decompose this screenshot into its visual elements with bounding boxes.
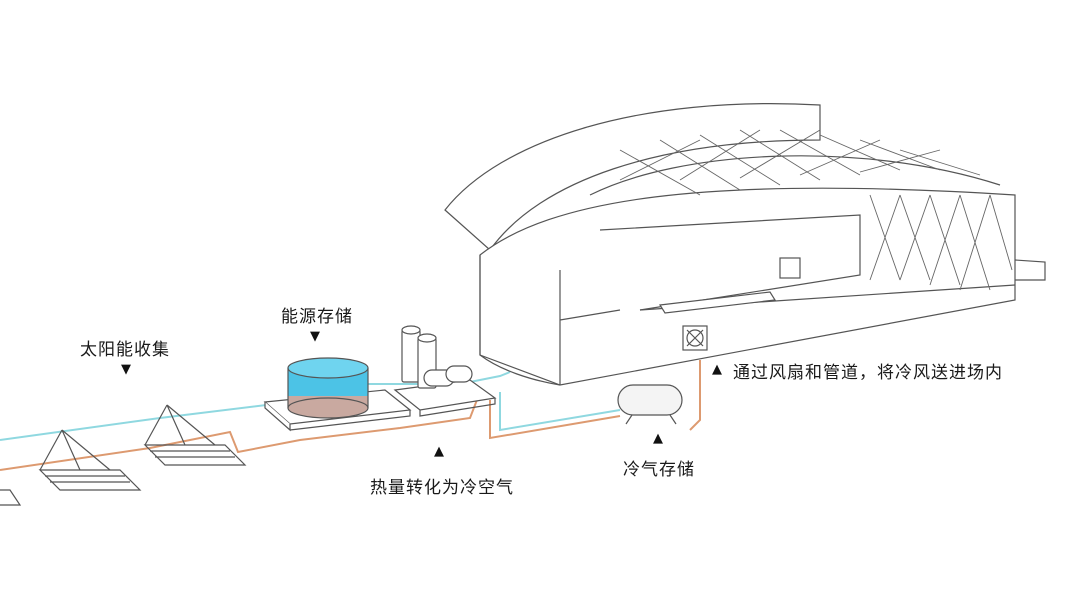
heat-converter-unit <box>393 325 497 417</box>
label-fan-duct: 通过风扇和管道，将冷风送进场内 <box>733 363 1003 383</box>
marker-energy-storage: ▼ <box>310 329 320 344</box>
label-cold-storage: 冷气存储 <box>623 460 695 480</box>
marker-fan-duct: ▲ <box>712 362 722 377</box>
marker-solar-collection: ▼ <box>121 362 131 377</box>
energy-storage-tank <box>263 357 412 432</box>
solar-collector-array <box>0 404 247 506</box>
label-heat-to-cold-air: 热量转化为冷空气 <box>370 478 514 498</box>
label-solar-collection: 太阳能收集 <box>80 340 170 360</box>
label-energy-storage: 能源存储 <box>281 307 353 327</box>
stadium-building <box>444 103 1046 386</box>
marker-cold-storage: ▲ <box>653 431 663 446</box>
cold-storage-tank <box>617 384 683 425</box>
marker-heat-to-cold-air: ▲ <box>434 444 444 459</box>
